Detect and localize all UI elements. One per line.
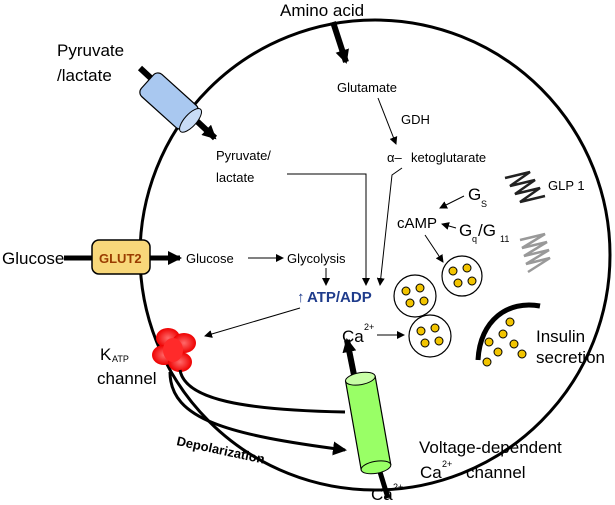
calcium-channel-cylinder-icon (344, 371, 392, 475)
ca-outer-label: Ca (371, 485, 393, 504)
katp-channel-label: channel (97, 369, 157, 388)
glp1-label: GLP 1 (548, 178, 585, 193)
pyruvate-inner-label-2: lactate (216, 170, 254, 185)
pyruvate-inner-label-1: Pyruvate/ (216, 148, 271, 163)
amino-acid-label: Amino acid (280, 1, 364, 20)
g11-sub: 11 (500, 234, 509, 244)
ca-influx-arrow (342, 338, 357, 376)
pyruvate-outer-label-2: /lactate (57, 66, 112, 85)
gdh-label: GDH (401, 112, 430, 127)
camp-label: cAMP (397, 215, 437, 232)
katp-k-label: K (100, 345, 112, 364)
ketoglutarate-to-atp-arrow (376, 167, 403, 286)
glutamate-to-ketoglutarate-arrow (377, 97, 398, 145)
glucose-inner-label: Glucose (186, 251, 234, 266)
exocytosis-membrane-pocket (475, 302, 541, 361)
ca-outer-sup: 2+ (393, 482, 403, 492)
gq-to-camp-arrow (441, 222, 457, 230)
gs-sub: S (481, 199, 487, 209)
ca-channel-base-bar (377, 471, 391, 499)
insulin-secretion-label-1: Insulin (536, 327, 585, 346)
secreted-insulin-granules (482, 317, 527, 367)
insulin-granule-cluster-upper-right (441, 255, 483, 297)
gs-label: G (468, 185, 481, 204)
depolarization-arrow-inner (178, 369, 346, 414)
katp-sub-label: ATP (112, 354, 129, 364)
glp1-receptor-icon (504, 170, 546, 204)
vdcc-label-1: Voltage-dependent (419, 438, 562, 457)
insulin-granule-cluster-left (393, 274, 437, 318)
vdcc-ca-label: Ca (420, 463, 442, 482)
glycolysis-label: Glycolysis (287, 251, 346, 266)
depolarization-arrow-outer (168, 371, 347, 456)
gq-receptor-icon (519, 232, 551, 274)
g11-label: /G (478, 221, 496, 240)
pyruvate-outer-label-1: Pyruvate (57, 41, 124, 60)
atp-increase-arrow-icon: ↑ (297, 289, 305, 306)
vdcc-ca-sup: 2+ (442, 459, 452, 469)
gs-to-camp-arrow (439, 195, 465, 209)
pyruvate-to-atp-arrow (287, 173, 370, 286)
glucose-outer-label: Glucose (2, 249, 64, 268)
atp-adp-label: ATP/ADP (307, 289, 372, 306)
vdcc-channel-label: channel (466, 463, 526, 482)
insulin-granule-cluster-lower (408, 314, 452, 358)
glutamate-label: Glutamate (337, 80, 397, 95)
insulin-secretion-label-2: secretion (536, 348, 605, 367)
glut2-label: GLUT2 (99, 251, 142, 266)
atp-to-katp-arrow (204, 307, 301, 338)
ketoglutarate-label: ketoglutarate (411, 150, 486, 165)
amino-acid-uptake-arrow (330, 21, 349, 64)
gq-label: G (459, 221, 472, 240)
camp-to-granules-arrow (424, 234, 444, 263)
alpha-label: α– (387, 150, 403, 165)
depolarization-label: Depolarization (175, 433, 266, 466)
katp-channel-icon (152, 328, 196, 372)
ca-inner-label: Ca (342, 327, 364, 346)
gq-sub: q (472, 234, 477, 244)
pyruvate-transporter-icon (139, 72, 203, 133)
ca-inner-sup: 2+ (364, 322, 374, 332)
